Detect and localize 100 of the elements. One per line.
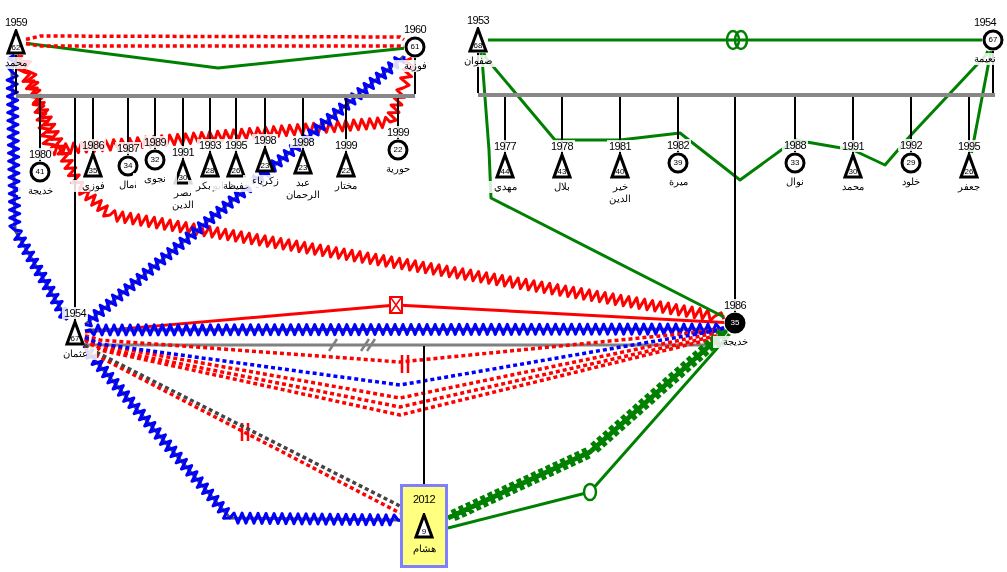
male-triangle (83, 152, 103, 178)
zigzag-line (14, 54, 725, 322)
age-label: 67 (69, 334, 81, 344)
name-label: هشام (411, 543, 437, 555)
female-circle (404, 36, 426, 58)
age-label: 34 (122, 161, 134, 170)
year-label: 1986 (722, 299, 748, 311)
family-line (968, 96, 970, 154)
age-label: 29 (905, 158, 917, 167)
male-triangle (65, 320, 85, 346)
name-label: نجوى (133, 173, 177, 185)
female-circle (144, 149, 166, 171)
age-label: 62 (10, 43, 22, 53)
relationship-line (84, 303, 725, 334)
year-label: 1959 (3, 16, 29, 28)
highlight-box (400, 484, 448, 568)
age-label: 67 (987, 35, 999, 44)
male-triangle (200, 152, 220, 178)
dotted-line (84, 326, 725, 387)
family-line (423, 345, 425, 485)
female-circle (667, 152, 689, 174)
dotted-line (25, 34, 405, 42)
relationship-line (479, 52, 725, 319)
age-label: 32 (149, 155, 161, 164)
family-line (852, 96, 854, 154)
age-label: 41 (34, 167, 46, 176)
year-label: 1977 (492, 140, 518, 152)
family-line (561, 96, 563, 154)
year-label: 1981 (607, 140, 633, 152)
family-line (39, 97, 41, 162)
year-label: 1986 (80, 139, 106, 151)
year-label: 1960 (402, 23, 428, 35)
male-triangle (336, 152, 356, 178)
female-circle (29, 161, 51, 183)
family-line (619, 96, 621, 154)
age-label: 40 (614, 167, 626, 177)
relationship-line (84, 333, 731, 347)
family-line (74, 97, 76, 321)
male-triangle (843, 153, 863, 179)
age-label: 35 (729, 318, 741, 327)
year-label: 1987 (115, 142, 141, 154)
age-label: 26 (230, 166, 242, 176)
year-label: 1954 (972, 16, 998, 28)
age-label: 43 (556, 167, 568, 177)
male-triangle (610, 153, 630, 179)
female-circle (900, 152, 922, 174)
relationship-line (488, 38, 982, 42)
age-label: 23 (259, 161, 271, 171)
year-label: 1993 (197, 139, 223, 151)
male-triangle (255, 147, 275, 173)
male-triangle (959, 153, 979, 179)
year-label: 1978 (549, 140, 575, 152)
year-label: 1982 (665, 139, 691, 151)
year-label: 1992 (898, 139, 924, 151)
year-label: 1995 (956, 140, 982, 152)
male-triangle (495, 153, 515, 179)
year-label: 1995 (223, 139, 249, 151)
sibling-bar (478, 93, 995, 97)
year-label: 1999 (333, 139, 359, 151)
year-label: 1989 (142, 136, 168, 148)
age-label: 39 (672, 158, 684, 167)
family-line (910, 96, 912, 153)
family-line (127, 97, 129, 156)
year-label: 2012 (411, 493, 437, 505)
family-line (734, 96, 736, 313)
age-label: 9 (420, 527, 428, 537)
name-label: عبد الرحمان (286, 177, 320, 201)
year-label: 1991 (170, 146, 196, 158)
age-label: 28 (204, 166, 216, 176)
age-label: 68 (472, 41, 484, 51)
female-circle (724, 312, 746, 334)
age-label: 22 (340, 166, 352, 176)
age-label: 26 (963, 167, 975, 177)
year-label: 1954 (62, 307, 88, 319)
year-label: 1998 (252, 134, 278, 146)
male-triangle (552, 153, 572, 179)
zigzag-line (84, 322, 725, 337)
age-label: 44 (499, 167, 511, 177)
family-line (182, 97, 184, 160)
age-label: 61 (409, 42, 421, 51)
age-label: 35 (87, 166, 99, 176)
family-line (794, 96, 796, 153)
year-label: 1953 (465, 14, 491, 26)
female-circle (982, 29, 1004, 51)
age-label: 30 (177, 173, 189, 183)
year-label: 1991 (840, 140, 866, 152)
female-circle (784, 152, 806, 174)
male-triangle (226, 152, 246, 178)
age-label: 33 (789, 158, 801, 167)
year-label: 1980 (27, 148, 53, 160)
year-label: 1999 (385, 126, 411, 138)
male-triangle (293, 149, 313, 175)
year-label: 1998 (290, 136, 316, 148)
sibling-bar (16, 94, 415, 98)
age-label: 22 (392, 145, 404, 154)
year-label: 1988 (782, 139, 808, 151)
family-line (504, 96, 506, 154)
age-label: 23 (297, 163, 309, 173)
male-triangle (6, 29, 26, 55)
age-label: 30 (847, 167, 859, 177)
